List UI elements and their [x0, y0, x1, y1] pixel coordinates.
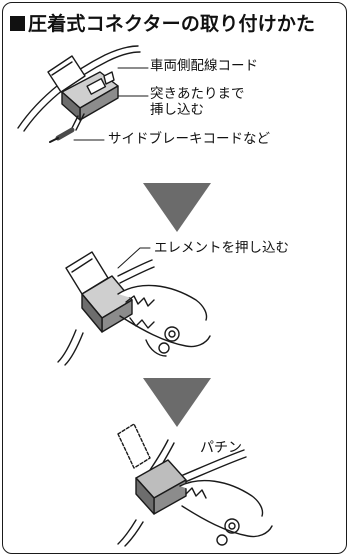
down-triangle-arrow-icon — [143, 183, 211, 232]
step1-illustration — [17, 45, 149, 143]
page-title: 圧着式コネクターの取り付けかた — [10, 9, 315, 36]
label-click-sound: パチン — [200, 440, 242, 456]
step2-illustration — [57, 247, 211, 366]
label-press-element: エレメントを押し込む — [154, 240, 289, 256]
square-bullet-icon — [10, 16, 25, 31]
instruction-panel — [2, 2, 347, 554]
label-brake-cord: サイドブレーキコードなど — [108, 131, 270, 147]
step3-illustration — [117, 423, 273, 547]
label-insert-fully: 突きあたりまで 挿し込む — [150, 86, 245, 118]
title-text: 圧着式コネクターの取り付けかた — [28, 13, 316, 35]
down-triangle-arrow-icon — [143, 378, 211, 427]
label-vehicle-wire: 車両側配線コード — [150, 58, 258, 74]
